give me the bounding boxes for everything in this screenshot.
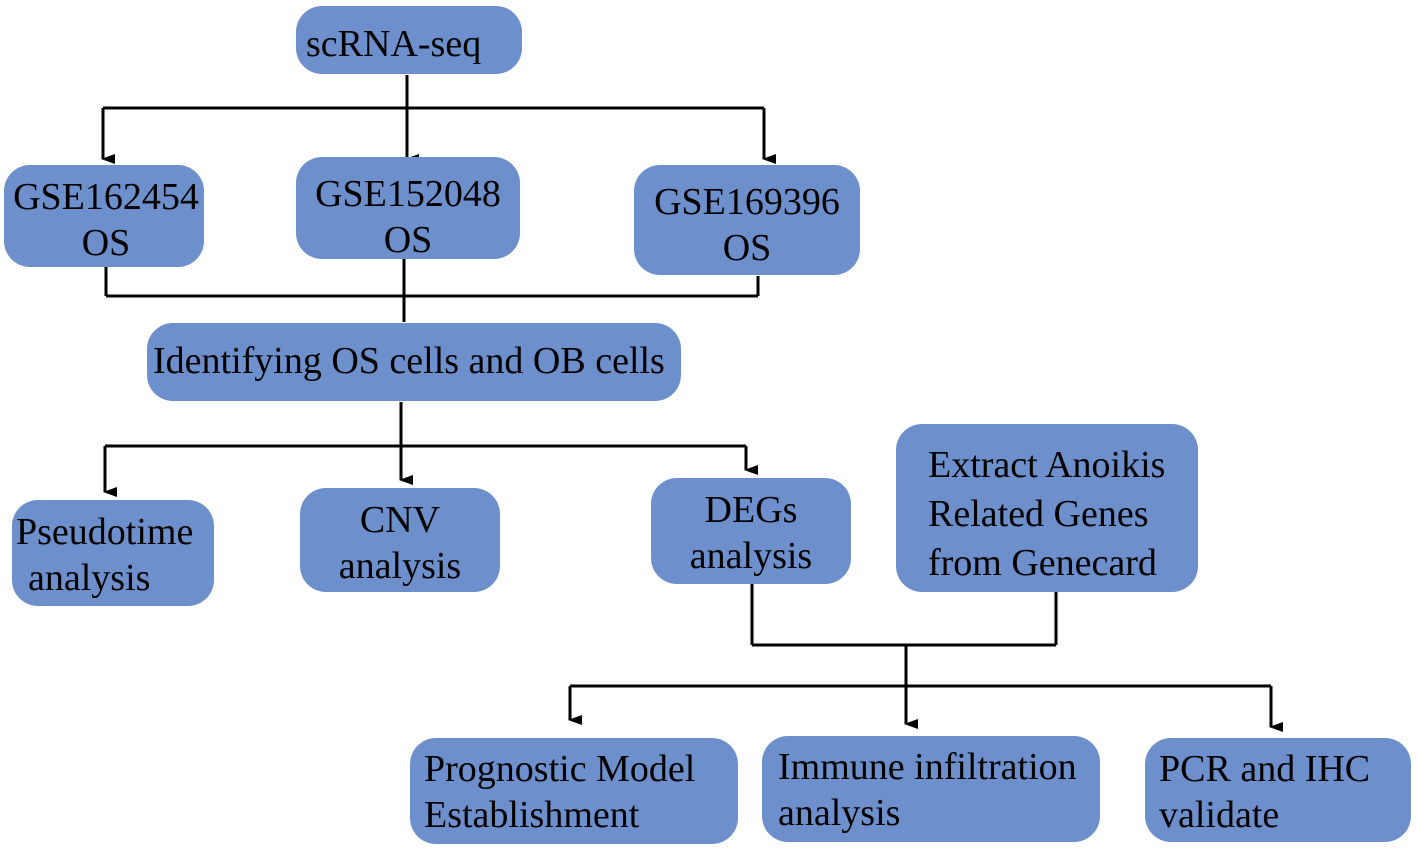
node-scrna-seq: scRNA-seq bbox=[296, 6, 522, 74]
node-anoikis-genes: Extract Anoikis Related Genes from Genec… bbox=[896, 424, 1198, 592]
node-label: GSE162454 bbox=[13, 176, 199, 218]
node-label: PCR and IHC bbox=[1159, 748, 1371, 790]
node-label: GSE152048 bbox=[315, 173, 501, 215]
node-gse152048: GSE152048 OS bbox=[296, 157, 520, 261]
node-identifying-cells: Identifying OS cells and OB cells bbox=[147, 323, 681, 401]
node-cnv: CNV analysis bbox=[300, 488, 500, 592]
node-pseudotime: Pseudotime analysis bbox=[12, 500, 214, 606]
node-label: Related Genes bbox=[928, 493, 1149, 535]
node-label: OS bbox=[383, 219, 433, 261]
node-label: analysis bbox=[338, 545, 462, 587]
node-label: analysis bbox=[28, 557, 151, 599]
node-label: OS bbox=[722, 227, 772, 269]
node-degs: DEGs analysis bbox=[651, 478, 851, 584]
node-gse169396: GSE169396 OS bbox=[634, 165, 860, 275]
node-label: validate bbox=[1159, 794, 1280, 836]
node-label: Establishment bbox=[424, 794, 640, 836]
node-label: analysis bbox=[778, 792, 901, 834]
node-label: OS bbox=[81, 222, 131, 264]
node-prognostic-model: Prognostic Model Establishment bbox=[410, 738, 738, 844]
node-label: GSE169396 bbox=[654, 181, 840, 223]
node-label: Extract Anoikis bbox=[928, 444, 1166, 486]
node-immune-infiltration: Immune infiltration analysis bbox=[762, 736, 1100, 842]
node-gse162454: GSE162454 OS bbox=[4, 165, 204, 267]
node-label: Prognostic Model bbox=[424, 748, 696, 790]
node-label: CNV bbox=[359, 499, 441, 541]
node-label: Immune infiltration bbox=[778, 746, 1077, 788]
node-label: from Genecard bbox=[928, 542, 1157, 584]
node-label: DEGs bbox=[704, 489, 798, 531]
node-label: Identifying OS cells and OB cells bbox=[153, 340, 665, 382]
node-label: analysis bbox=[689, 535, 813, 577]
node-label: Pseudotime bbox=[16, 511, 194, 553]
node-pcr-ihc: PCR and IHC validate bbox=[1145, 738, 1411, 842]
node-label: scRNA-seq bbox=[306, 23, 482, 65]
